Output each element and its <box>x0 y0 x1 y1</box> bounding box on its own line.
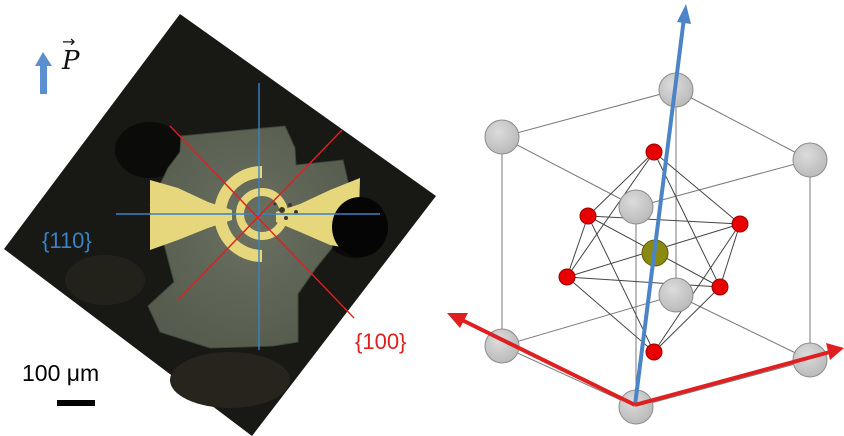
up-arrow-icon <box>35 52 52 94</box>
unit-cell-diagram <box>447 4 844 425</box>
family-100-label: {100} <box>355 329 407 354</box>
polarization-label: P <box>62 46 80 76</box>
face-atom <box>579 207 597 225</box>
vector-accent: → <box>62 32 76 51</box>
diagonal-100-line <box>177 129 343 301</box>
micrograph <box>4 14 436 436</box>
family-110-label: {110} <box>42 228 92 253</box>
left-arrow-icon <box>447 313 468 328</box>
corner-atoms <box>484 72 828 425</box>
up-arrow-icon <box>677 4 691 24</box>
polarization-axis <box>633 4 691 406</box>
face-atom <box>645 343 663 361</box>
octahedron-edges <box>566 151 741 353</box>
corner-atom <box>792 142 828 178</box>
corner-atom <box>484 119 520 155</box>
debris <box>273 202 298 220</box>
edge-defect <box>332 197 388 257</box>
outer-ring-electrode <box>214 166 262 262</box>
lines-100 <box>169 125 355 319</box>
scale-bar-label: 100 μm <box>22 360 100 386</box>
left-electrode <box>150 180 232 250</box>
scale-bar <box>57 400 95 406</box>
in-plane-axes <box>447 313 844 407</box>
face-atom <box>711 278 729 296</box>
right-arrow-icon <box>826 343 844 360</box>
diagonal-100-line <box>169 125 355 319</box>
corner-atom <box>658 277 694 313</box>
face-atom <box>558 268 576 286</box>
face-atoms <box>558 143 749 361</box>
substrate-texture <box>170 352 290 408</box>
substrate-texture <box>115 122 185 178</box>
face-atom <box>731 215 749 233</box>
face-atom <box>645 143 663 161</box>
corner-atom <box>618 189 654 225</box>
substrate-texture <box>65 255 145 305</box>
